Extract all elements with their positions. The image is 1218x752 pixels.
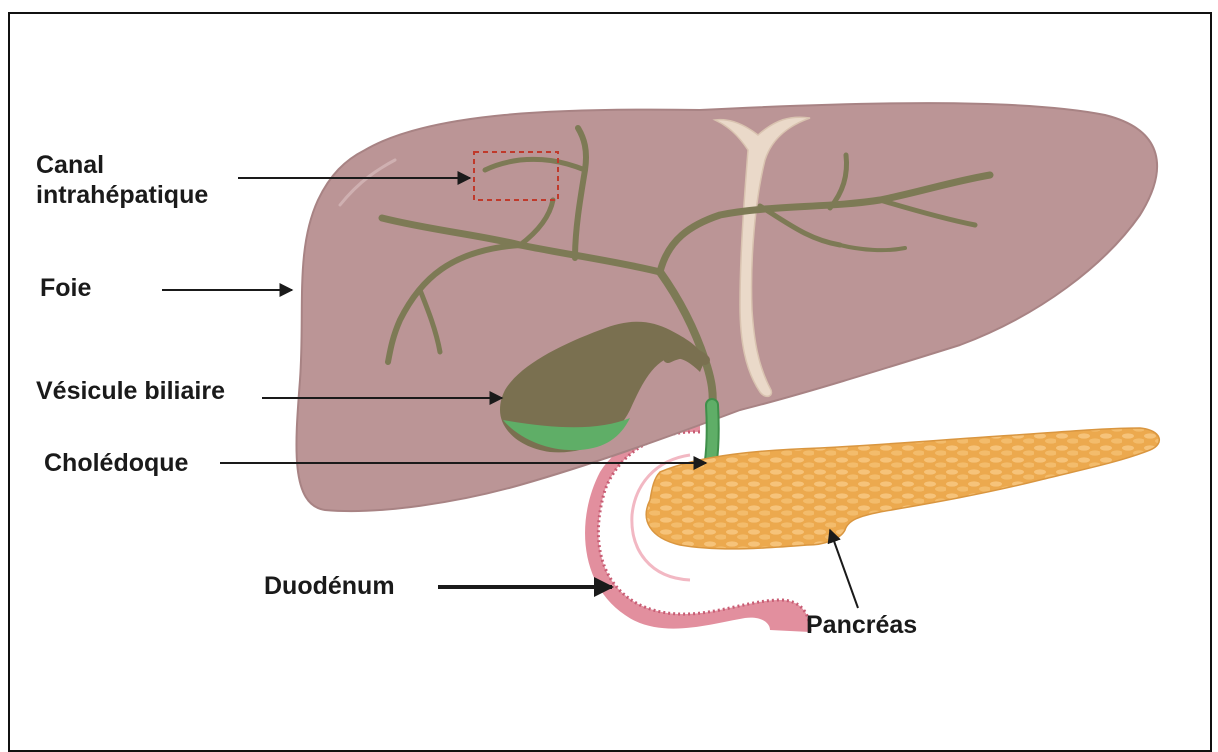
label-canal-line1: Canal [36, 150, 208, 180]
label-pancreas: Pancréas [806, 610, 917, 640]
pancreas-shape [646, 428, 1159, 549]
label-vesicule-biliaire: Vésicule biliaire [36, 376, 225, 406]
liver-anatomy-diagram [0, 0, 1218, 733]
label-duodenum: Duodénum [264, 571, 395, 601]
label-choledoque: Cholédoque [44, 448, 188, 478]
arrow-pancreas [830, 530, 858, 608]
label-canal-intrahepatique: Canal intrahépatique [36, 150, 208, 210]
label-canal-line2: intrahépatique [36, 180, 208, 210]
label-foie: Foie [40, 273, 91, 303]
